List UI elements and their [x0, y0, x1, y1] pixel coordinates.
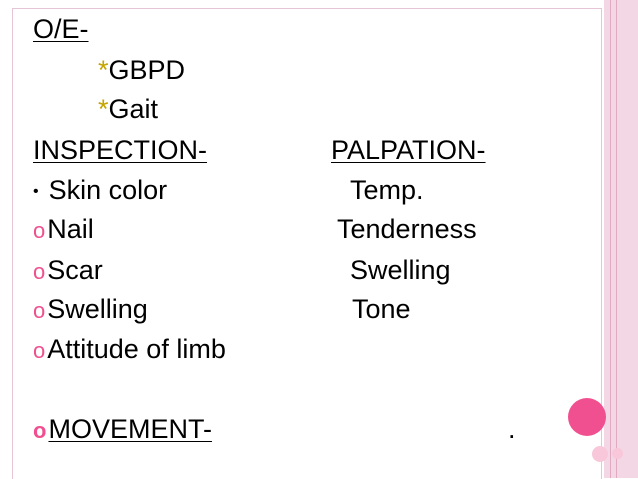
palpation-item: Tone [352, 294, 411, 324]
list-item: oSwelling [33, 294, 148, 326]
movement-item: oMOVEMENT- [33, 414, 212, 446]
palpation-title: PALPATION- [331, 135, 486, 165]
list-item-text: Swelling [47, 294, 148, 324]
list-item-text: Scar [47, 255, 103, 285]
sub-item-text: Gait [108, 94, 159, 124]
trailing-dot: . [508, 414, 516, 444]
sidebar-line [610, 0, 611, 478]
sub-item: *GBPD [98, 55, 185, 85]
decorative-circle-tiny [612, 448, 623, 459]
list-item-text: Skin color [48, 175, 168, 205]
movement-text: MOVEMENT- [48, 414, 212, 444]
circle-bullet-icon: o [33, 418, 47, 443]
sub-item: *Gait [98, 94, 158, 124]
list-item-text: Attitude of limb [47, 334, 226, 364]
circle-bullet-icon: o [33, 259, 46, 284]
decorative-circle-large [568, 398, 606, 436]
palpation-item: Tenderness [337, 214, 477, 244]
sidebar-line [616, 0, 617, 478]
circle-bullet-icon: o [33, 218, 46, 243]
list-item: oAttitude of limb [33, 334, 226, 366]
list-item: oNail [33, 214, 94, 246]
circle-bullet-icon: o [33, 298, 46, 323]
palpation-item: Swelling [350, 255, 451, 285]
decorative-sidebar [604, 0, 638, 478]
sub-item-text: GBPD [108, 55, 186, 85]
star-icon: * [98, 94, 109, 124]
inspection-title: INSPECTION- [33, 135, 208, 165]
list-item-text: Nail [47, 214, 94, 244]
decorative-circle-small [592, 446, 608, 462]
slide-heading: O/E- [33, 14, 89, 44]
slide-frame [12, 8, 602, 479]
circle-bullet-icon: o [33, 338, 46, 363]
list-item: • Skin color [33, 175, 167, 210]
palpation-item: Temp. [350, 175, 424, 205]
list-item: oScar [33, 255, 103, 287]
star-icon: * [98, 55, 109, 85]
bullet-dot-icon: • [33, 183, 39, 200]
